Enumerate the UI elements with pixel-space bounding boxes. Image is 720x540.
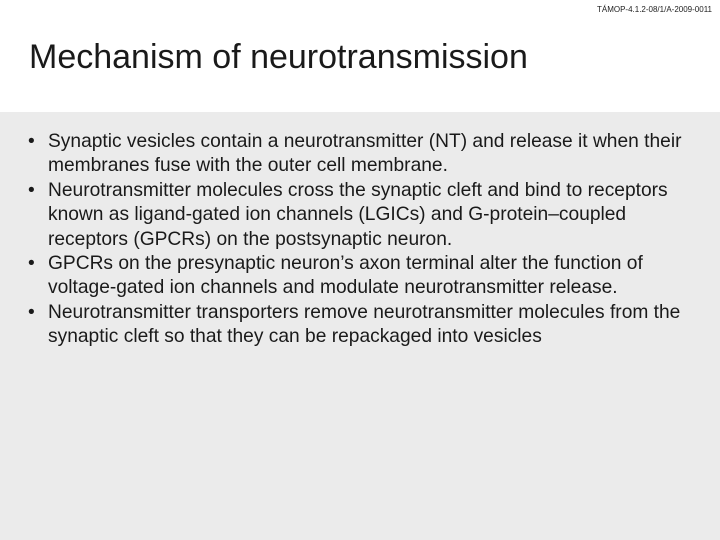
- bullet-text: Neurotransmitter molecules cross the syn…: [48, 179, 668, 250]
- bullet-dot-icon: •: [28, 301, 35, 323]
- bullet-text: Neurotransmitter transporters remove neu…: [48, 301, 681, 348]
- slide-content: • Synaptic vesicles contain a neurotrans…: [0, 112, 720, 540]
- bullet-dot-icon: •: [28, 179, 35, 201]
- bullet-item: • Synaptic vesicles contain a neurotrans…: [26, 130, 696, 179]
- slide-title: Mechanism of neurotransmission: [29, 38, 528, 76]
- bullet-item: • Neurotransmitter molecules cross the s…: [26, 179, 696, 252]
- bullet-text: GPCRs on the presynaptic neuron’s axon t…: [48, 253, 643, 299]
- bullet-dot-icon: •: [28, 253, 35, 275]
- bullet-text: Synaptic vesicles contain a neurotransmi…: [48, 131, 682, 177]
- bullet-list: • Synaptic vesicles contain a neurotrans…: [26, 130, 696, 350]
- bullet-item: • Neurotransmitter transporters remove n…: [26, 301, 696, 350]
- bullet-dot-icon: •: [28, 131, 35, 152]
- bullet-item: • GPCRs on the presynaptic neuron’s axon…: [26, 252, 696, 301]
- project-code: TÁMOP-4.1.2-08/1/A-2009-0011: [596, 5, 712, 14]
- slide-header: TÁMOP-4.1.2-08/1/A-2009-0011 Mechanism o…: [0, 0, 720, 112]
